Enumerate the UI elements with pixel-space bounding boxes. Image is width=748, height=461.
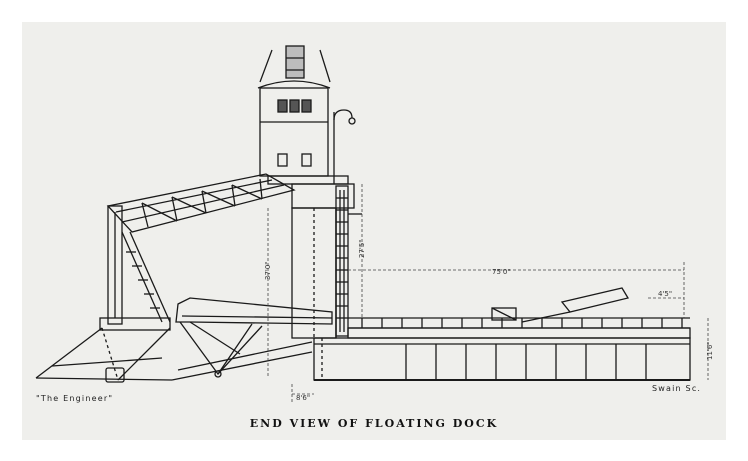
outrigger: [35, 327, 313, 383]
credit-right: Swain Sc.: [652, 384, 702, 393]
dock-hull: [313, 337, 691, 381]
mast-height-dimension: 27'5": [358, 239, 366, 258]
upper-gantry: [106, 173, 296, 233]
drawing-caption: END VIEW OF FLOATING DOCK: [249, 417, 499, 430]
rail-height-dimension: 4'5": [658, 290, 672, 298]
credit-left: "The Engineer": [36, 394, 114, 403]
floating-dock-diagram: 37'0" 27'5" 75'0" 4'5" 11'6" 8'6": [35, 45, 714, 402]
left-leg: [99, 205, 171, 331]
hull-depth-dimension: 11'6": [706, 341, 714, 360]
deck-railing: [347, 287, 691, 339]
tower-height-dimension: 37'0": [264, 261, 272, 280]
deck-length-dimension: 75'0": [492, 268, 511, 276]
base-offset-dimension: 8'6": [296, 394, 310, 402]
ladder-mast: [335, 185, 362, 337]
lower-boom: [175, 297, 333, 378]
drawing-sheet: 37'0" 27'5" 75'0" 4'5" 11'6" 8'6" "The E…: [22, 22, 726, 440]
dimension-lines: [267, 184, 709, 402]
